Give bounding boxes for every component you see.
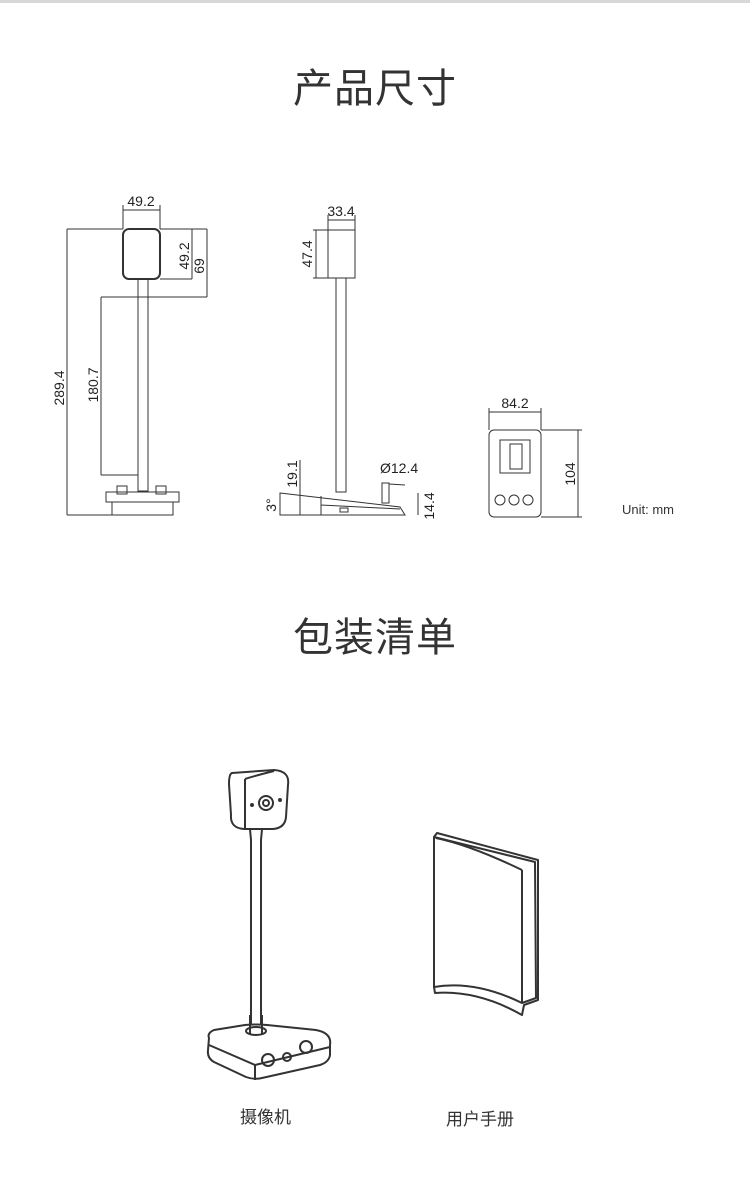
dim-side-stem-diameter: Ø12.4 [380,460,418,476]
front-view-drawing [66,205,208,516]
dim-front-stem-length: 180.7 [85,367,101,402]
dim-side-base-height: 19.1 [284,460,300,487]
dim-base-width: 84.2 [501,395,528,411]
dim-side-angle: 3° [263,498,279,511]
dim-front-width: 49.2 [127,193,154,209]
dimension-drawings: 49.2 49.2 69 289.4 180.7 33.4 47.4 19.1 … [51,193,674,520]
package-item-camera-label: 摄像机 [240,1108,291,1128]
side-view-drawing [279,215,419,516]
camera-illustration [206,769,332,1080]
user-manual-illustration [433,832,539,1016]
dim-front-head-height: 49.2 [176,242,192,269]
dim-side-base-front-height: 14.4 [421,492,437,519]
dim-front-head-to-stem: 69 [191,258,207,274]
unit-label: Unit: mm [622,502,674,517]
dim-side-depth: 33.4 [327,203,354,219]
top-divider [0,0,750,3]
dim-front-total-height: 289.4 [51,370,67,405]
dim-side-head-height: 47.4 [299,240,315,267]
section-title-package: 包装清单 [293,615,457,661]
section-title-dimensions: 产品尺寸 [293,66,457,112]
base-top-view-drawing [488,408,582,518]
package-item-manual-label: 用户手册 [446,1110,514,1130]
dim-base-length: 104 [562,462,578,486]
